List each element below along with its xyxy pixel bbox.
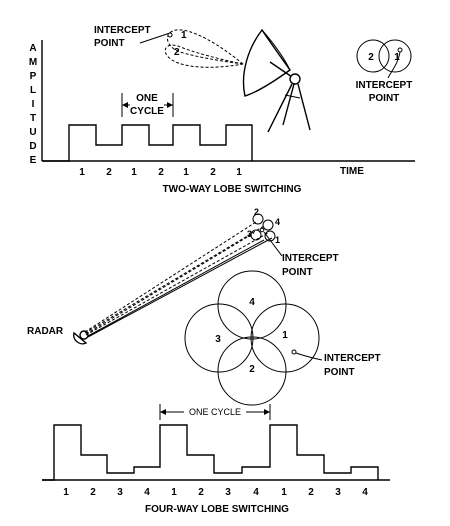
tip-number: 1 — [275, 235, 280, 245]
radar-label: RADAR — [27, 326, 64, 337]
pulse-number: 1 — [236, 167, 242, 178]
intercept-upper-line2: POINT — [282, 267, 313, 278]
four-way-beams — [84, 221, 273, 338]
right-intercept-line2: POINT — [369, 93, 400, 104]
four-way-pulse-numbers: 1 2 3 4 1 2 3 4 1 2 3 4 — [63, 487, 368, 498]
pulse-number: 1 — [281, 487, 287, 498]
amplitude-letter: P — [30, 71, 37, 82]
one-cycle-bracket: ONE CYCLE — [121, 93, 174, 117]
intercept-label-line1: INTERCEPT — [94, 25, 151, 36]
pulse-number: 2 — [106, 167, 112, 178]
pulse-number: 2 — [198, 487, 204, 498]
lobe-circle-4 — [217, 270, 287, 340]
two-way-cross-section: 2 1 INTERCEPT POINT — [356, 39, 413, 104]
tip-number: 2 — [254, 207, 259, 217]
pulse-number: 1 — [171, 487, 177, 498]
amplitude-axis-label: A M P L I T U D E — [29, 43, 37, 166]
lobe-number: 4 — [249, 297, 255, 308]
four-way-section: RADAR 3 2 4 1 INTERCEPT POINT — [27, 207, 390, 515]
pulse-number: 4 — [362, 487, 368, 498]
intercept-upper-line1: INTERCEPT — [282, 253, 339, 264]
pulse-number: 3 — [117, 487, 123, 498]
pulse-number: 2 — [90, 487, 96, 498]
four-way-caption: FOUR-WAY LOBE SWITCHING — [145, 504, 289, 515]
circle-label: 1 — [394, 52, 400, 63]
tip-number: 3 — [247, 229, 252, 239]
lobe-circle-1 — [250, 303, 320, 373]
lobe-1 — [167, 29, 245, 65]
radar-icon — [73, 331, 88, 345]
pulse-number: 1 — [79, 167, 85, 178]
lobe-circle-1 — [378, 39, 412, 73]
pulse-number: 2 — [210, 167, 216, 178]
four-way-pulse-train — [42, 424, 379, 481]
pulse-number: 1 — [183, 167, 189, 178]
pulse-number: 3 — [225, 487, 231, 498]
amplitude-letter: L — [30, 85, 36, 96]
two-way-lobes: 1 2 — [164, 29, 245, 68]
two-way-section: A M P L I T U D E TIME ONE CYCLE — [29, 25, 415, 195]
pulse-number: 1 — [131, 167, 137, 178]
amplitude-letter: T — [30, 113, 36, 124]
pulse-number: 4 — [144, 487, 150, 498]
lobe-label: 1 — [181, 30, 187, 41]
pulse-number: 2 — [158, 167, 164, 178]
radar-dish — [242, 28, 311, 133]
pulse-number: 4 — [253, 487, 259, 498]
lobe-number: 2 — [249, 364, 255, 375]
lobe-circle-2 — [217, 336, 287, 406]
amplitude-letter: D — [29, 141, 36, 152]
beam-tips: 3 2 4 1 — [247, 207, 280, 245]
lobe-number: 1 — [282, 330, 288, 341]
two-way-pulse-train — [42, 124, 253, 162]
intercept-leader-upper — [263, 231, 283, 257]
cycle-label-line1: ONE — [136, 93, 158, 104]
amplitude-letter: U — [29, 127, 36, 138]
lobe-label: 2 — [174, 47, 180, 58]
intercept-lower-line2: POINT — [324, 367, 355, 378]
two-way-caption: TWO-WAY LOBE SWITCHING — [163, 184, 302, 195]
time-label: TIME — [340, 166, 364, 177]
one-cycle-bracket-lower: ONE CYCLE — [159, 404, 271, 420]
cycle-label: ONE CYCLE — [189, 407, 241, 417]
two-way-pulse-numbers: 1 2 1 2 1 2 1 — [79, 167, 242, 178]
right-intercept-line1: INTERCEPT — [356, 80, 413, 91]
amplitude-letter: A — [29, 43, 36, 54]
lobe-2 — [164, 44, 244, 68]
intercept-label-line2: POINT — [94, 38, 125, 49]
lobe-circle-2 — [356, 39, 390, 73]
pulse-number: 1 — [63, 487, 69, 498]
amplitude-letter: M — [29, 57, 37, 68]
amplitude-letter: E — [30, 155, 37, 166]
tip-number: 4 — [275, 217, 280, 227]
pulse-number: 3 — [335, 487, 341, 498]
pulse-number: 2 — [308, 487, 314, 498]
intercept-leader — [139, 32, 171, 44]
circle-label: 2 — [368, 52, 374, 63]
lobe-number: 3 — [215, 334, 221, 345]
amplitude-letter: I — [32, 99, 35, 110]
lobe-circle-3 — [184, 303, 254, 373]
four-way-cross-section: 4 3 1 2 — [184, 270, 323, 406]
intercept-lower-line1: INTERCEPT — [324, 353, 381, 364]
cycle-label-line2: CYCLE — [130, 106, 164, 117]
